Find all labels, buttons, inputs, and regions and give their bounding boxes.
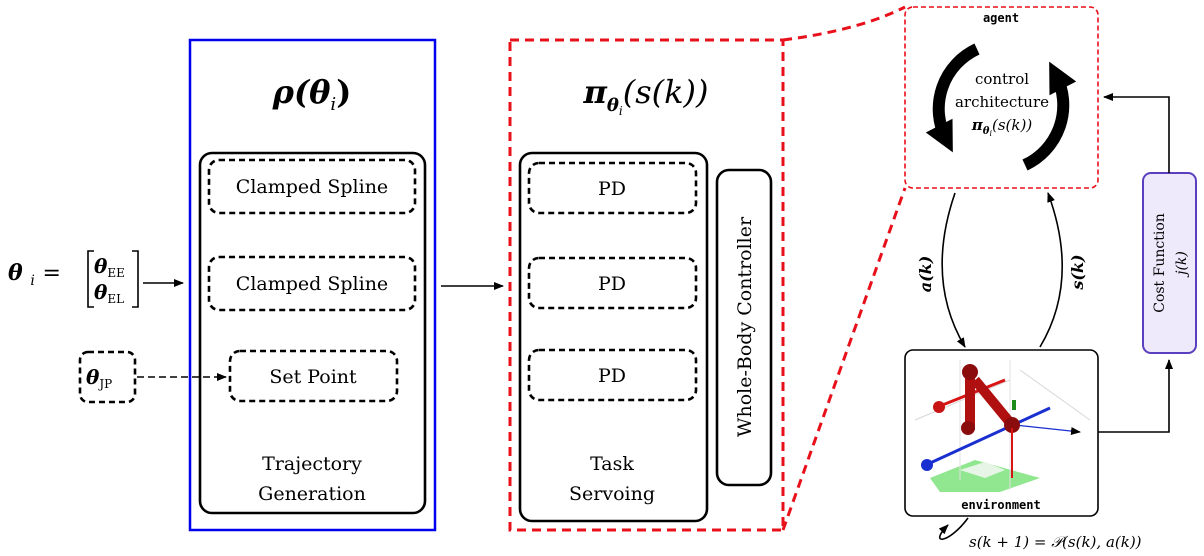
- theta-i-vector: θ i = θEE θEL: [8, 250, 139, 308]
- set-point-box: [228, 349, 399, 403]
- pd-box-1: [527, 161, 698, 215]
- arm-joint-1: [962, 364, 978, 380]
- agent-pi-sym: π: [971, 116, 984, 134]
- blue-link: [927, 406, 1051, 466]
- pi-title-fn: π: [582, 73, 607, 111]
- robot-arm-image: [914, 360, 1091, 492]
- task-servoing-box: [518, 151, 709, 523]
- task-label-line2: Servoing: [569, 483, 655, 505]
- rho-title: ρ(θi): [272, 73, 352, 115]
- matrix-left-bracket: [87, 250, 94, 308]
- task-label-line1: Task: [590, 453, 634, 475]
- theta-ee-symbol: θ: [94, 254, 108, 278]
- action-arrow: [941, 192, 966, 348]
- theta-i-equals: =: [43, 261, 61, 286]
- clamped-spline-label-1: Clamped Spline: [236, 176, 388, 198]
- pi-block: [508, 38, 785, 532]
- pd-label-1: PD: [598, 178, 626, 200]
- rho-title-arg: θ: [309, 73, 331, 111]
- pd-box-2: [527, 256, 698, 310]
- red-target: [933, 401, 945, 413]
- clamped-spline-label-2: Clamped Spline: [236, 273, 388, 295]
- trajectory-label-line1: Trajectory: [262, 453, 362, 475]
- agent-line2: architecture: [955, 93, 1049, 111]
- agent-pi-sub: θ: [983, 126, 990, 137]
- pi-title-arg: (s(k)): [623, 73, 709, 111]
- pd-label-2: PD: [598, 273, 626, 295]
- theta-el-symbol: θ: [94, 280, 108, 304]
- whole-body-controller-box: [715, 168, 773, 487]
- theta-el-sub: EL: [107, 292, 124, 306]
- clamped-spline-box-1: [207, 158, 417, 215]
- theta-i-symbol: θ: [8, 260, 23, 286]
- pi-title-sub-sub: i: [619, 104, 623, 118]
- rho-title-close: ): [336, 73, 351, 111]
- zoom-connector-bottom: [781, 187, 907, 531]
- agent-label: agent: [983, 11, 1019, 25]
- trajectory-generation-box: [198, 151, 427, 515]
- rho-title-sub: i: [330, 94, 336, 115]
- grid-line-1: [914, 379, 1011, 421]
- matrix-right-bracket: [132, 250, 139, 308]
- theta-i-sub: i: [30, 273, 34, 289]
- whole-body-controller-label: Whole-Body Controller: [734, 216, 756, 437]
- agent-pi: πθi(s(k)): [971, 116, 1033, 138]
- grid-line-2: [1019, 369, 1091, 421]
- cycle-arrow-left: [925, 43, 980, 153]
- svg-text:θEL: θEL: [94, 280, 124, 306]
- agent-box: [904, 6, 1099, 189]
- svg-text:θ i =: θ i =: [8, 260, 61, 291]
- state-arrow: [1039, 192, 1064, 348]
- cost-function-label: Cost Function: [1152, 213, 1168, 313]
- agent-pi-arg: (s(k)): [992, 116, 1032, 134]
- cycle-arrow-right: [1022, 61, 1077, 171]
- arm-joint-3: [961, 421, 975, 435]
- theta-jp-sub: JP: [97, 377, 112, 391]
- theta-ee-sub: EE: [107, 266, 125, 280]
- action-label: a(k): [916, 256, 935, 293]
- clamped-spline-box-2: [207, 255, 417, 312]
- svg-text:θJP: θJP: [86, 365, 112, 391]
- agent-pi-subsub: i: [989, 129, 992, 138]
- transition-loop: [938, 517, 969, 540]
- blue-target: [921, 459, 933, 471]
- pd-label-3: PD: [598, 365, 626, 387]
- arm-joint-2: [1004, 417, 1020, 433]
- state-label: s(k): [1068, 254, 1087, 290]
- trajectory-label-line2: Generation: [258, 483, 366, 505]
- cost-function-symbol: j(k): [1174, 251, 1190, 278]
- pi-title-sub-sym: θ: [607, 95, 619, 116]
- agent-line1: control: [975, 70, 1029, 88]
- rho-block: [188, 38, 437, 532]
- cost-to-agent-arrow: [1103, 93, 1170, 173]
- transition-equation: s(k + 1) = 𝒫(s(k), a(k)): [969, 533, 1142, 551]
- rho-title-fn: ρ(: [272, 73, 311, 111]
- pi-title: πθi(s(k)): [582, 73, 708, 118]
- arm-link-2: [971, 376, 1016, 429]
- pd-box-3: [527, 348, 698, 402]
- z-axis: [1014, 424, 1081, 436]
- env-to-cost-arrow: [1098, 359, 1173, 433]
- zoom-connector-top: [782, 5, 906, 42]
- theta-jp-symbol: θ: [86, 365, 100, 389]
- environment-label: environment: [961, 498, 1040, 512]
- set-point-label: Set Point: [269, 366, 357, 388]
- svg-text:θEE: θEE: [94, 254, 125, 280]
- floor-grid-white: [960, 462, 1005, 478]
